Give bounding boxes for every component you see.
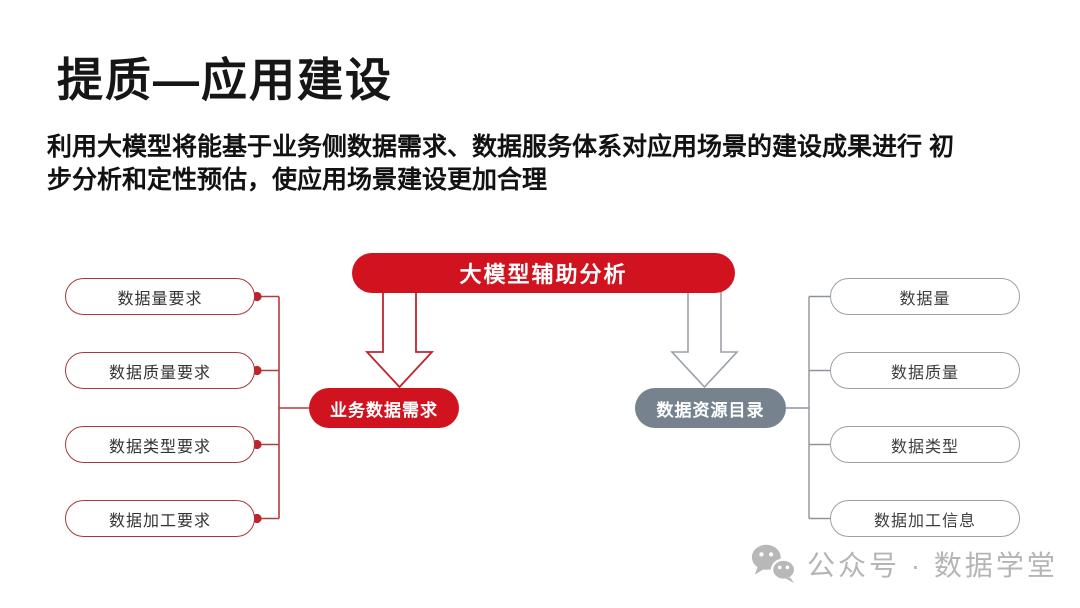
hub-node-business-data-demand: 业务数据需求 bbox=[309, 388, 459, 428]
watermark-text: 公众号 · 数据学堂 bbox=[807, 550, 1058, 581]
page-title: 提质—应用建设 bbox=[57, 54, 393, 106]
left-pill-data-quality-req: 数据质量要求 bbox=[65, 352, 255, 389]
left-branch-junction-dots bbox=[252, 291, 262, 524]
root-node-llm-assisted-analysis: 大模型辅助分析 bbox=[352, 253, 735, 293]
right-pill-data-processing-info: 数据加工信息 bbox=[830, 500, 1020, 537]
wechat-bubbles-icon bbox=[751, 544, 797, 584]
watermark: 公众号 · 数据学堂 bbox=[748, 541, 1058, 587]
down-arrow-icon-right bbox=[670, 290, 739, 389]
left-branch-wires bbox=[257, 295, 312, 520]
right-pill-data-type: 数据类型 bbox=[830, 426, 1020, 463]
down-arrow-icon-left bbox=[364, 290, 435, 389]
left-pill-data-type-req: 数据类型要求 bbox=[65, 426, 255, 463]
right-branch-wires bbox=[786, 295, 831, 520]
left-pill-data-volume-req: 数据量要求 bbox=[65, 278, 255, 315]
right-pill-data-quality: 数据质量 bbox=[830, 352, 1020, 389]
hub-node-data-resource-catalog: 数据资源目录 bbox=[635, 388, 786, 428]
right-pill-data-volume: 数据量 bbox=[830, 278, 1020, 315]
slide-description: 利用大模型将能基于业务侧数据需求、数据服务体系对应用场景的建设成果进行 初步分析… bbox=[47, 133, 954, 194]
left-pill-data-processing-req: 数据加工要求 bbox=[65, 500, 255, 537]
